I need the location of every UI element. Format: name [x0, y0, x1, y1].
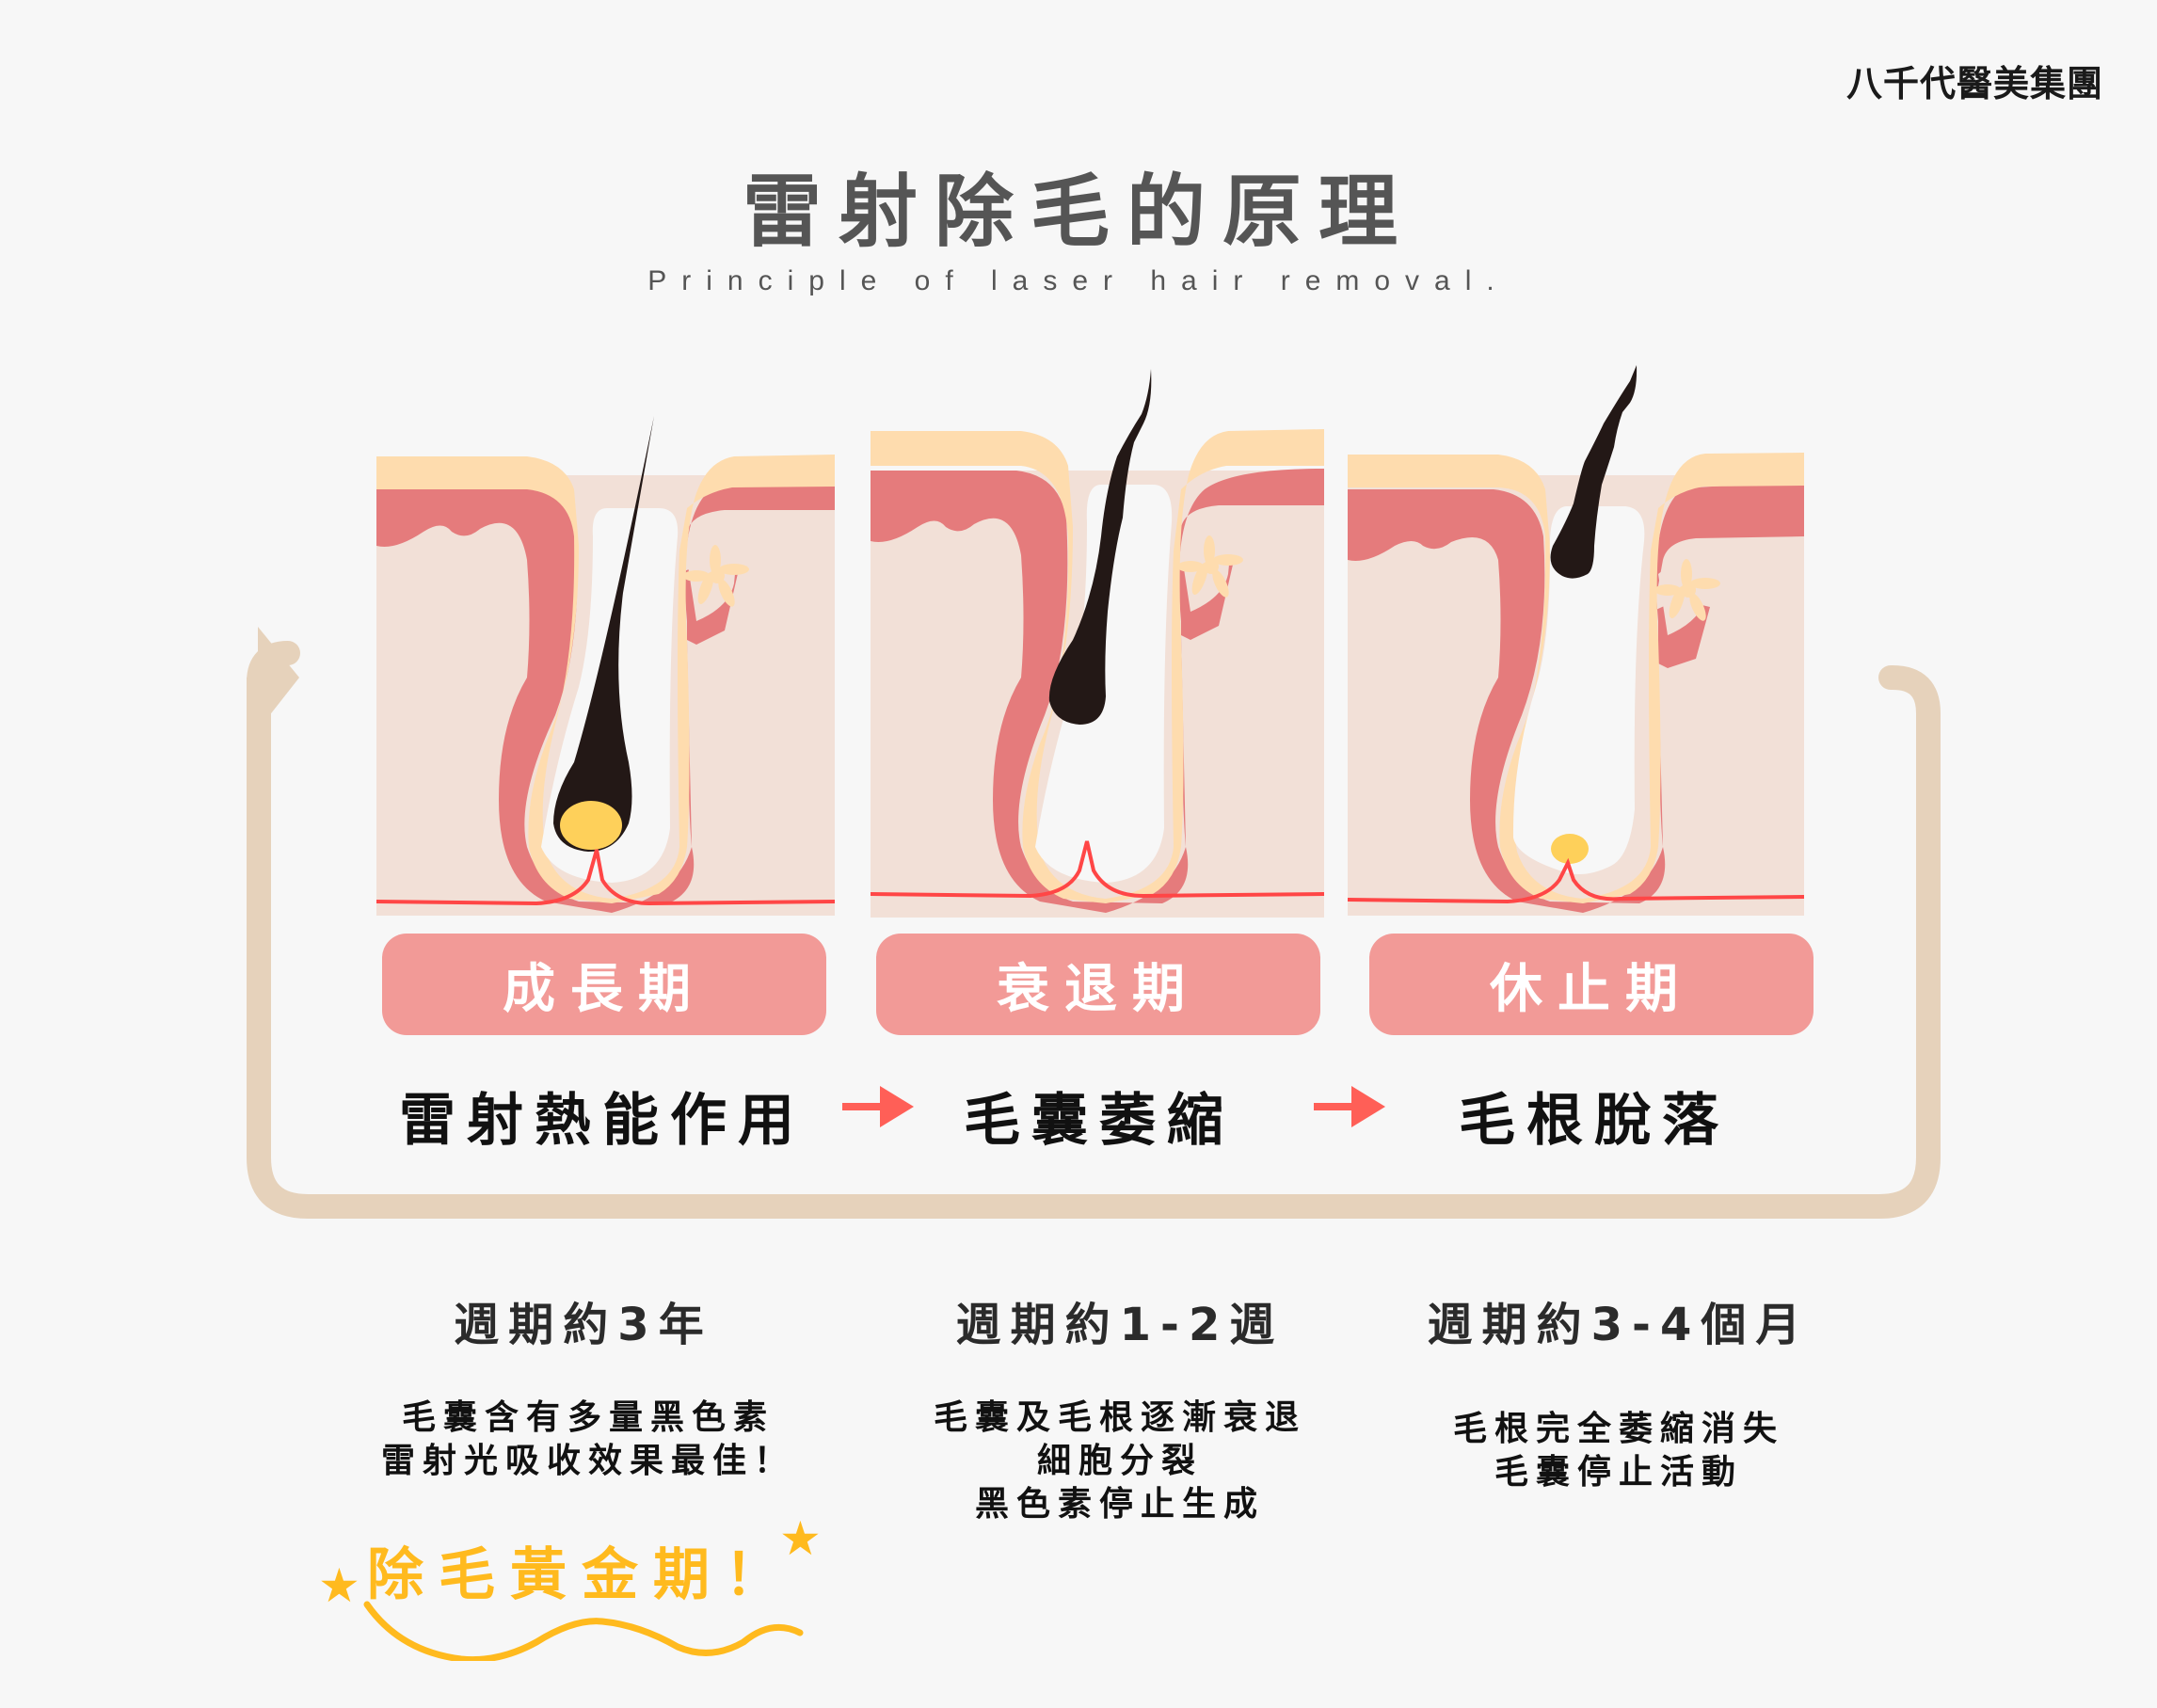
arrow-right-icon — [1314, 1086, 1385, 1127]
blood-vessel — [376, 849, 836, 906]
stage-pill-anagen: 成長期 — [382, 934, 826, 1035]
brand-name: 八千代醫美集團 — [1845, 62, 2103, 104]
description-line: 毛囊含有多量黑色素 — [401, 1398, 775, 1437]
description-line: 細胞分裂 — [1036, 1442, 1203, 1480]
sebaceous-gland-icon — [1177, 527, 1243, 612]
star-icon: ★ — [779, 1511, 822, 1566]
description-line: 黑色素停止生成 — [974, 1485, 1265, 1524]
effect-telogen: 毛根脫落 — [1459, 1087, 1730, 1154]
description-catagen: 毛囊及毛根逐漸衰退 細胞分裂 黑色素停止生成 — [903, 1397, 1336, 1526]
page-title: 雷射除毛的原理 — [742, 166, 1414, 258]
description-line: 毛囊停止活動 — [1494, 1453, 1743, 1492]
hair-bulb-melanin — [560, 801, 622, 850]
effect-catagen: 毛囊萎縮 — [964, 1087, 1235, 1154]
star-icon: ★ — [318, 1558, 360, 1613]
stage-pill-catagen: 衰退期 — [876, 934, 1320, 1035]
blood-vessel — [871, 840, 1325, 899]
sebaceous-gland-icon — [683, 536, 749, 621]
illustration-anagen — [376, 416, 836, 916]
cycle-telogen: 週期約3-4個月 — [1427, 1299, 1811, 1351]
shed-hair — [1550, 365, 1638, 579]
wavy-underline — [363, 1601, 804, 1661]
blood-vessel — [1348, 857, 1805, 904]
page-subtitle: Principle of laser hair removal. — [647, 265, 1510, 296]
hair-shaft — [1048, 369, 1152, 725]
hair-shaft — [553, 416, 654, 852]
effect-anagen: 雷射熱能作用 — [399, 1087, 806, 1154]
dormant-papilla — [1551, 834, 1589, 864]
arrow-right-icon — [842, 1086, 914, 1127]
description-line: 毛囊及毛根逐漸衰退 — [933, 1398, 1306, 1437]
description-line: 毛根完全萎縮消失 — [1452, 1410, 1784, 1448]
illustration-telogen — [1348, 365, 1805, 916]
golden-period-text: 除毛黃金期！ — [367, 1542, 796, 1608]
stage-pill-telogen: 休止期 — [1369, 934, 1813, 1035]
description-anagen: 毛囊含有多量黑色素 雷射光吸收效果最佳！ — [362, 1397, 814, 1483]
sebaceous-gland-icon — [1654, 551, 1720, 635]
cycle-catagen: 週期約1-2週 — [955, 1299, 1285, 1351]
description-line: 雷射光吸收效果最佳！ — [380, 1442, 795, 1480]
illustration-catagen — [871, 369, 1325, 918]
cycle-anagen: 週期約3年 — [454, 1299, 713, 1351]
description-telogen: 毛根完全萎縮消失 毛囊停止活動 — [1402, 1408, 1835, 1494]
